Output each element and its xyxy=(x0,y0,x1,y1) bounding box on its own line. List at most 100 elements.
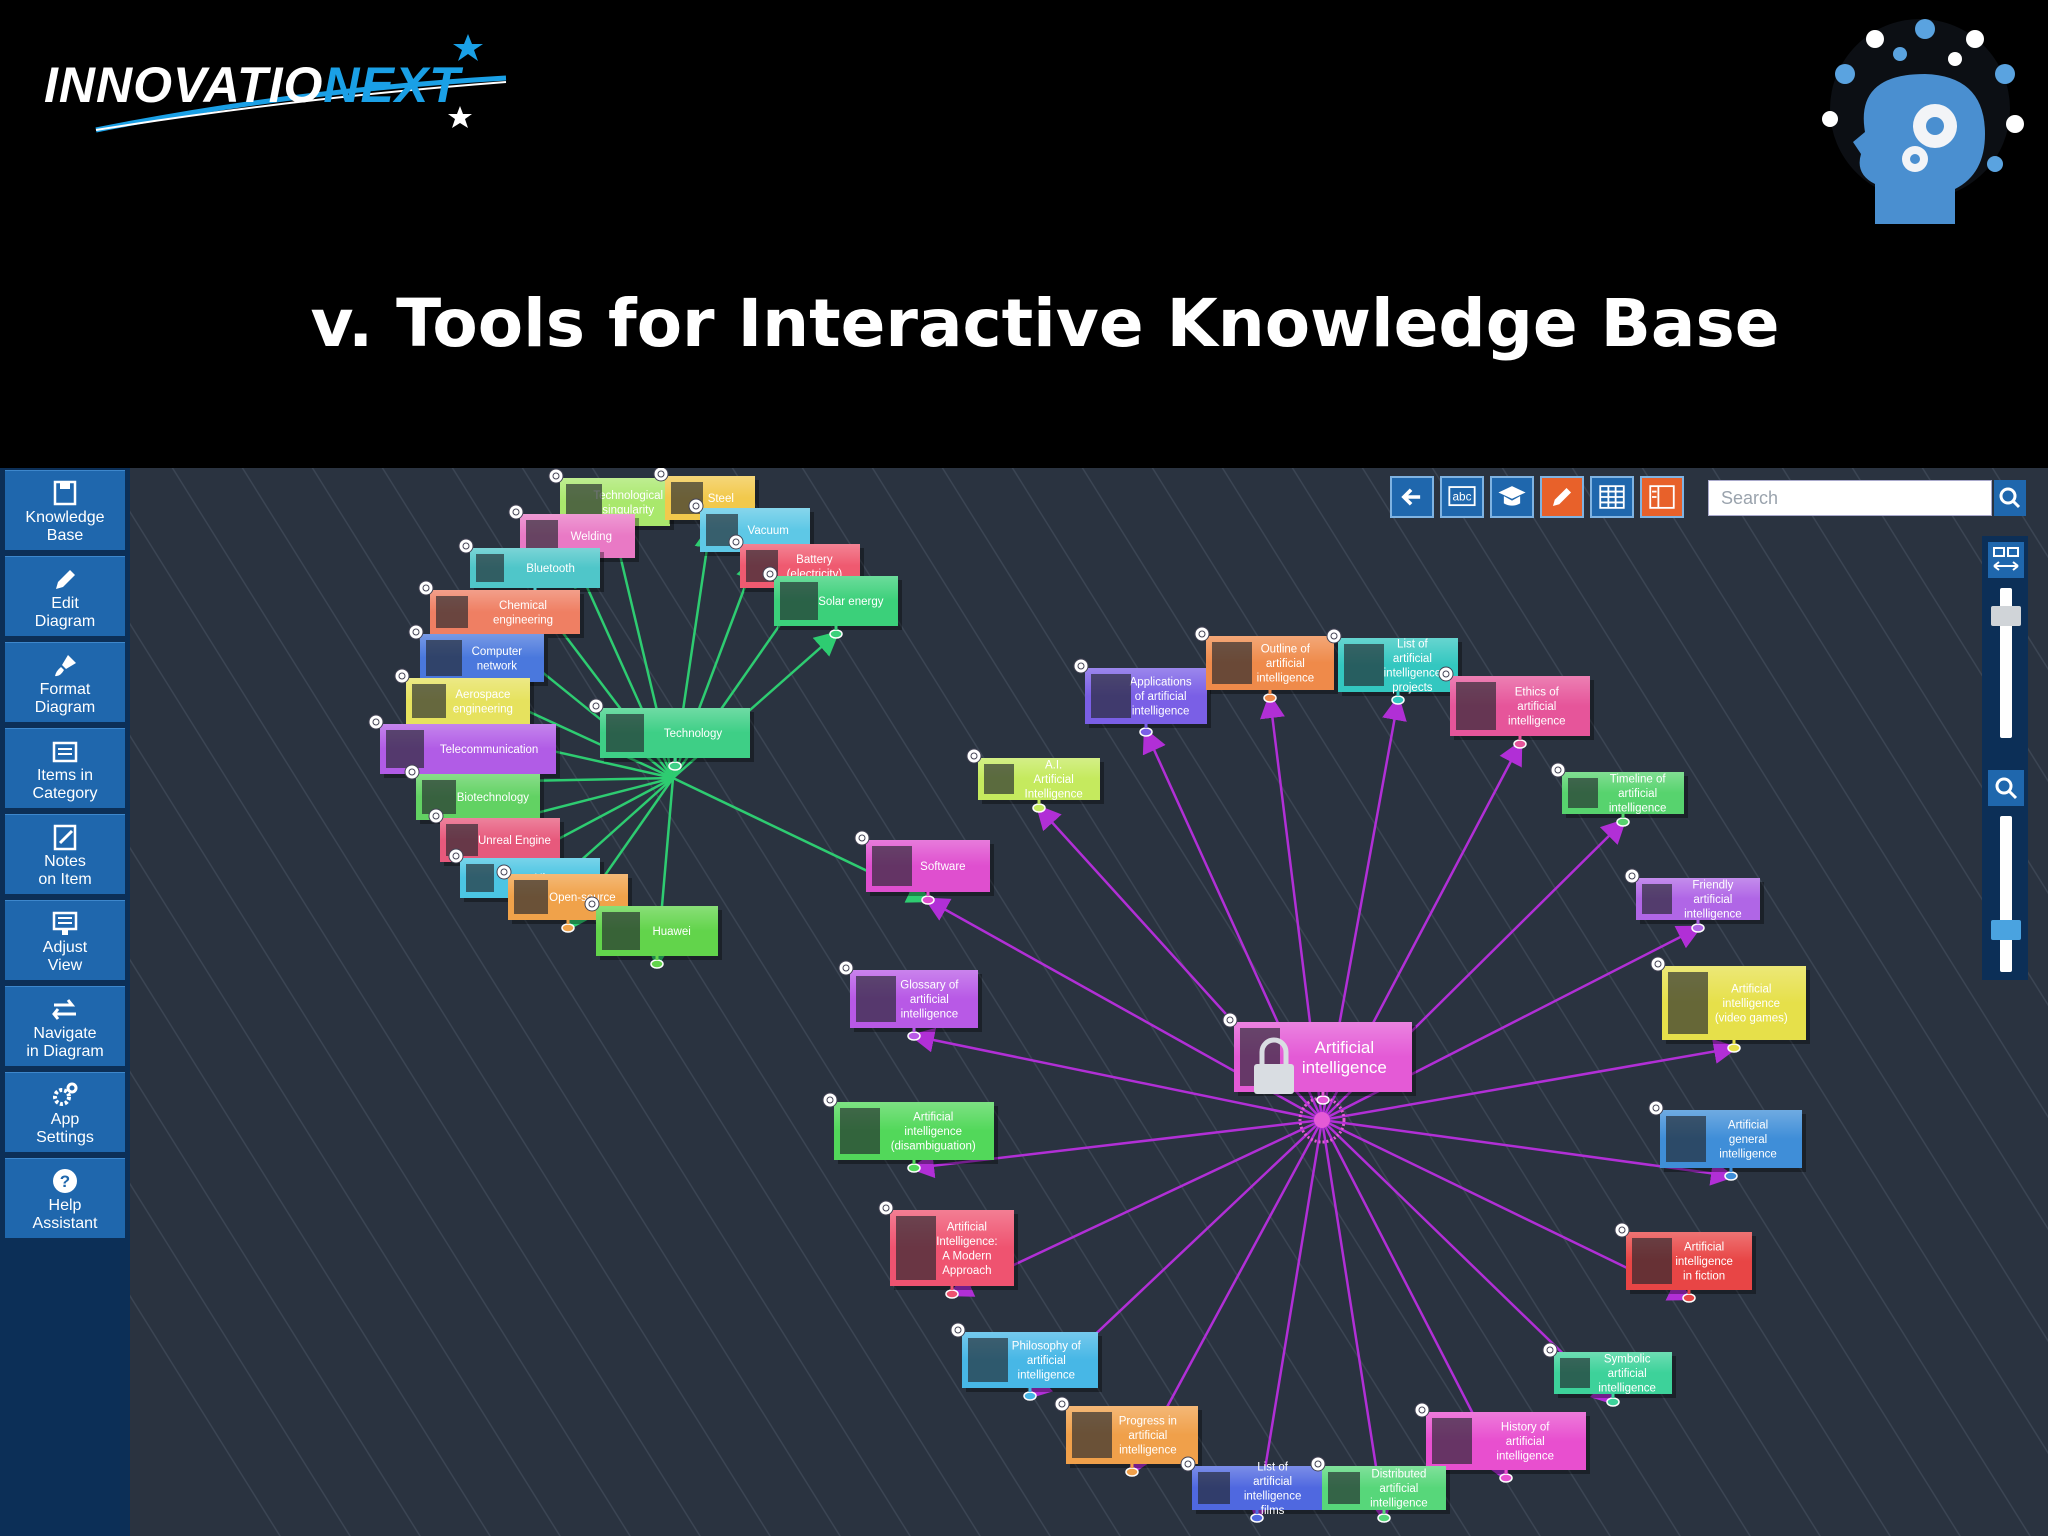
info-icon[interactable] xyxy=(950,1322,966,1338)
toolbar-back-button[interactable] xyxy=(1390,476,1434,518)
info-icon[interactable] xyxy=(458,538,474,554)
node-telecommunication[interactable]: Telecommunication xyxy=(368,714,560,787)
fit-to-screen-button[interactable] xyxy=(1988,542,2024,578)
toolbar-table-button[interactable] xyxy=(1590,476,1634,518)
node-thumbnail xyxy=(856,976,896,1022)
sidebar-notes-on-item-button[interactable]: Notes on Item xyxy=(5,814,125,894)
info-icon[interactable] xyxy=(584,896,600,912)
info-icon[interactable] xyxy=(1310,1456,1326,1472)
info-icon[interactable] xyxy=(728,534,744,550)
zoom-button[interactable] xyxy=(1988,770,2024,806)
node-huawei[interactable]: Huawei xyxy=(584,896,722,969)
node-port xyxy=(668,761,682,771)
info-icon[interactable] xyxy=(1550,762,1566,778)
sidebar-format-diagram-button[interactable]: Format Diagram xyxy=(5,642,125,722)
info-icon[interactable] xyxy=(838,960,854,976)
info-icon[interactable] xyxy=(408,624,424,640)
node-solar-energy[interactable]: Solar energy xyxy=(762,566,902,639)
sidebar-help-assistant-button[interactable]: ?Help Assistant xyxy=(5,1158,125,1238)
brush-icon xyxy=(55,655,76,677)
sidebar-items-in-category-button[interactable]: Items in Category xyxy=(5,728,125,808)
sidebar-adjust-view-button[interactable]: Adjust View xyxy=(5,900,125,980)
info-icon[interactable] xyxy=(1222,1012,1238,1028)
info-icon[interactable] xyxy=(1073,658,1089,674)
info-icon[interactable] xyxy=(404,764,420,780)
info-icon[interactable] xyxy=(762,566,778,582)
toolbar-layout-button[interactable] xyxy=(1640,476,1684,518)
info-icon[interactable] xyxy=(878,1200,894,1216)
info-icon[interactable] xyxy=(394,668,410,684)
node-thumbnail xyxy=(606,714,644,752)
level-slider-track[interactable] xyxy=(2000,816,2012,972)
info-icon[interactable] xyxy=(1326,628,1342,644)
node-technology-hub[interactable]: Technology xyxy=(588,698,754,771)
info-icon[interactable] xyxy=(1624,868,1640,884)
sidebar-knowledge-base-button[interactable]: Knowledge Base xyxy=(5,470,125,550)
info-icon[interactable] xyxy=(966,748,982,764)
node-port xyxy=(945,1289,959,1299)
node-software[interactable]: Software xyxy=(854,830,994,905)
info-icon[interactable] xyxy=(588,698,604,714)
toolbar-edit-button[interactable] xyxy=(1540,476,1584,518)
info-icon[interactable] xyxy=(688,498,704,514)
info-icon[interactable] xyxy=(1438,666,1454,682)
zoom-slider-handle[interactable] xyxy=(1991,606,2021,626)
sidebar-edit-diagram-button[interactable]: Edit Diagram xyxy=(5,556,125,636)
info-icon[interactable] xyxy=(548,468,564,484)
info-icon[interactable] xyxy=(653,468,669,482)
node-uber[interactable]: Uber xyxy=(448,848,604,911)
toolbar-learn-button[interactable] xyxy=(1490,476,1534,518)
info-icon[interactable] xyxy=(1414,1402,1430,1418)
toolbar-text-button[interactable]: abc xyxy=(1440,476,1484,518)
info-icon[interactable] xyxy=(1650,956,1666,972)
info-icon[interactable] xyxy=(1054,1396,1070,1412)
info-icon[interactable] xyxy=(496,864,512,880)
sidebar-app-settings-button[interactable]: App Settings xyxy=(5,1072,125,1152)
info-icon[interactable] xyxy=(508,504,524,520)
info-icon[interactable] xyxy=(1648,1100,1664,1116)
info-icon[interactable] xyxy=(1194,626,1210,642)
magnifier-icon xyxy=(1995,777,2018,800)
search-input[interactable] xyxy=(1708,480,1992,516)
level-slider-handle[interactable] xyxy=(1991,920,2021,940)
info-icon[interactable] xyxy=(368,714,384,730)
search-button[interactable] xyxy=(1994,480,2026,516)
info-icon[interactable] xyxy=(854,830,870,846)
info-icon[interactable] xyxy=(822,1092,838,1108)
info-icon[interactable] xyxy=(1542,1342,1558,1358)
node-label: Software xyxy=(920,861,965,873)
info-icon[interactable] xyxy=(1614,1222,1630,1238)
info-icon[interactable] xyxy=(418,580,434,596)
sidebar-navigate-in-diagram-button[interactable]: Navigate in Diagram xyxy=(5,986,125,1066)
info-icon[interactable] xyxy=(448,848,464,864)
info-icon[interactable] xyxy=(1180,1456,1196,1472)
info-icon[interactable] xyxy=(428,808,444,824)
node-bluetooth[interactable]: Bluetooth xyxy=(458,538,604,601)
